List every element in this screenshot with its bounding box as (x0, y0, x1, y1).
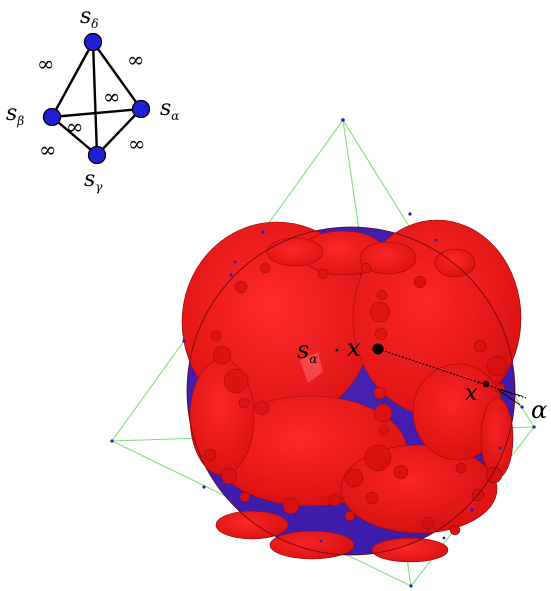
graph-edge-beta-alpha (51, 107, 142, 119)
edge-label-beta-gamma: ∞ (39, 138, 57, 162)
point-x-center (372, 343, 384, 355)
ray-annotation: sα x x′ α (297, 334, 547, 424)
label-alpha: α (531, 396, 547, 424)
graph-edge-alpha-gamma (96, 108, 142, 156)
label-s-alpha: sα (297, 336, 317, 366)
node-label-alpha: sα (160, 96, 179, 123)
tetrahedron-graph: sδ sβ sα sγ ∞ ∞ ∞ ∞ ∞ ∞ (6, 4, 179, 194)
label-x-prime: x′ (465, 380, 481, 406)
graph-edge-delta-beta (50, 41, 95, 118)
graph-edge-delta-alpha (92, 41, 142, 110)
edge-label-beta-alpha: ∞ (66, 115, 84, 139)
graph-node-delta (83, 32, 103, 52)
alpha-tick-upper (496, 388, 523, 397)
edge-label-delta-beta: ∞ (37, 52, 55, 76)
point-s-alpha (335, 348, 339, 352)
graph-edge-beta-gamma (51, 116, 98, 156)
graph-node-beta (42, 107, 62, 127)
graph-node-gamma (87, 145, 107, 165)
edge-label-alpha-gamma: ∞ (128, 132, 146, 156)
limit-set-sphere (181, 219, 522, 563)
node-label-beta: sβ (6, 101, 24, 128)
graph-edge-delta-gamma (91, 41, 99, 156)
node-label-delta: sδ (80, 4, 99, 31)
edge-label-delta-gamma: ∞ (103, 85, 121, 109)
label-x-center: x (347, 334, 361, 362)
graph-node-alpha (131, 99, 151, 119)
alpha-tick-lower (496, 388, 521, 406)
node-label-gamma: sγ (84, 167, 103, 194)
edge-label-delta-alpha: ∞ (127, 48, 145, 72)
specular-highlight (300, 352, 323, 383)
point-x-prime (482, 380, 490, 388)
frame-vertex-points (110, 118, 536, 588)
